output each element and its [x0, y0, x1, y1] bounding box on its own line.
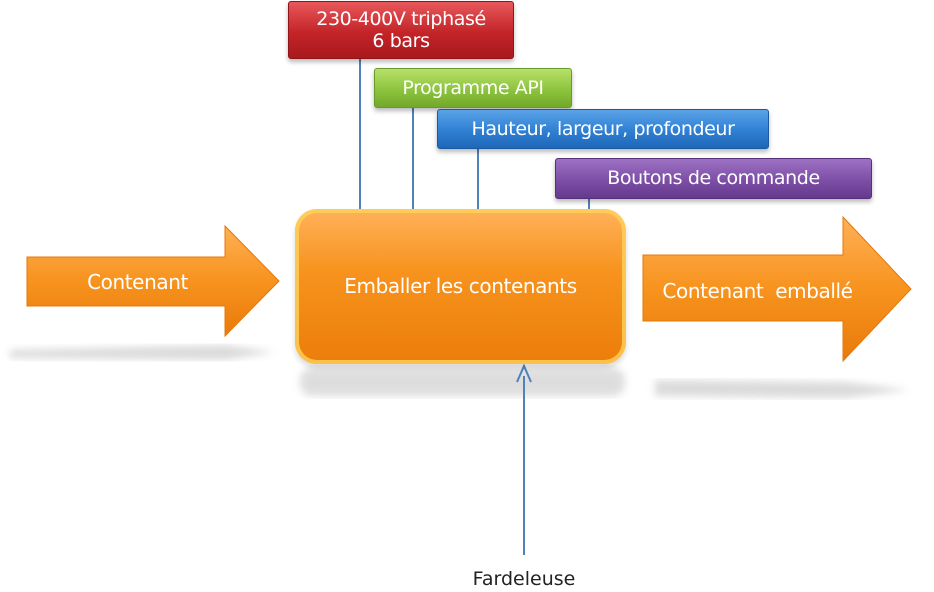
control-dimensions-label: Hauteur, largeur, profondeur	[471, 117, 735, 140]
control-dimensions-box: Hauteur, largeur, profondeur	[437, 109, 769, 149]
control-program-box: Programme API	[374, 68, 572, 108]
output-arrow-shadow	[655, 380, 910, 398]
mechanism-label: Fardeleuse	[472, 568, 576, 590]
process-box: Emballer les contenants	[295, 209, 626, 364]
output-arrow	[642, 215, 912, 363]
control-power-line-2: 6 bars	[372, 30, 430, 52]
input-label: Contenant	[87, 270, 188, 294]
control-power-line-1: 230-400V triphasé	[316, 7, 486, 30]
control-buttons-box: Boutons de commande	[555, 158, 872, 199]
input-arrow	[26, 224, 280, 338]
control-program-label: Programme API	[402, 76, 544, 99]
output-label: Contenant emballé	[662, 279, 853, 303]
control-power-box: 230-400V triphasé 6 bars	[288, 1, 514, 59]
process-shadow	[300, 368, 625, 396]
mechanism-arrowhead	[516, 363, 532, 383]
control-buttons-label: Boutons de commande	[607, 167, 820, 190]
process-label: Emballer les contenants	[344, 273, 577, 298]
input-arrow-shadow	[10, 345, 275, 360]
